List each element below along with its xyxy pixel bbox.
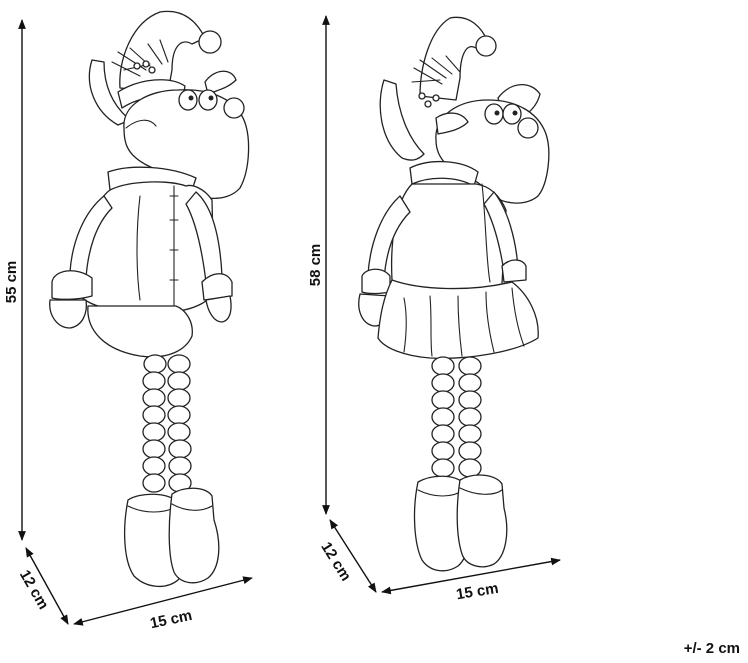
depth-dimension-line-1 bbox=[25, 547, 69, 625]
skirt-shape bbox=[377, 279, 539, 359]
right-boot-shape bbox=[456, 474, 508, 568]
nose-shape bbox=[223, 97, 245, 119]
depth-label-1: 12 cm bbox=[16, 567, 52, 612]
holly-sprig bbox=[111, 39, 169, 77]
berry-shape bbox=[424, 100, 432, 108]
width-dimension-line-2 bbox=[381, 557, 561, 595]
pupil bbox=[494, 110, 500, 116]
holly-sprig bbox=[411, 55, 461, 85]
right-mitten-shape bbox=[205, 295, 232, 323]
reindeer-figure-2 bbox=[358, 16, 550, 572]
height-label-1: 55 cm bbox=[3, 261, 20, 304]
eye-shape bbox=[198, 89, 218, 111]
left-cuff-shape bbox=[51, 270, 93, 300]
right-bead-leg bbox=[167, 354, 192, 493]
berry-shape bbox=[148, 66, 156, 74]
head-shape bbox=[123, 89, 250, 200]
bodice-seam bbox=[481, 183, 491, 283]
pupil bbox=[512, 110, 518, 116]
skirt-fold bbox=[403, 287, 525, 357]
berry-shape bbox=[133, 62, 141, 70]
pupil bbox=[208, 95, 214, 101]
hat-pompom-shape bbox=[475, 35, 497, 57]
berry-shape bbox=[418, 92, 426, 100]
height-label-2: 58 cm bbox=[307, 244, 324, 287]
left-bead-leg bbox=[431, 356, 455, 478]
right-boot-shape bbox=[168, 487, 220, 584]
jacket-zipper bbox=[169, 185, 179, 307]
right-cuff-shape bbox=[501, 259, 527, 283]
width-label-1: 15 cm bbox=[148, 607, 193, 632]
ear-shape bbox=[435, 112, 469, 135]
tolerance-note: +/- 2 cm bbox=[683, 640, 740, 657]
eye-shape bbox=[178, 89, 198, 111]
pupil bbox=[188, 95, 194, 101]
belly-shape bbox=[87, 305, 193, 358]
depth-dimension-line-2 bbox=[329, 519, 377, 593]
santa-hat-shape bbox=[419, 16, 489, 101]
cheek-line bbox=[125, 119, 157, 129]
left-bead-leg bbox=[142, 354, 167, 493]
width-dimension-line-1 bbox=[73, 576, 253, 626]
eye-shape bbox=[502, 103, 522, 125]
berry-shape bbox=[142, 60, 150, 68]
reindeer-figure-1 bbox=[49, 10, 250, 587]
santa-hat-shape bbox=[119, 10, 206, 93]
nose-shape bbox=[517, 117, 539, 139]
width-label-2: 15 cm bbox=[455, 580, 500, 603]
right-cuff-shape bbox=[201, 273, 233, 301]
berry-shape bbox=[432, 94, 440, 102]
antler-shape bbox=[379, 79, 425, 161]
hat-pompom-shape bbox=[198, 30, 222, 54]
eye-shape bbox=[484, 103, 504, 125]
boot-cuff-line bbox=[171, 503, 213, 511]
boot-cuff-line bbox=[459, 487, 503, 495]
left-mitten-shape bbox=[49, 299, 88, 329]
right-bead-leg bbox=[458, 356, 482, 478]
jacket-seam bbox=[136, 195, 141, 301]
left-cuff-shape bbox=[361, 268, 391, 295]
depth-label-2: 12 cm bbox=[317, 539, 354, 584]
